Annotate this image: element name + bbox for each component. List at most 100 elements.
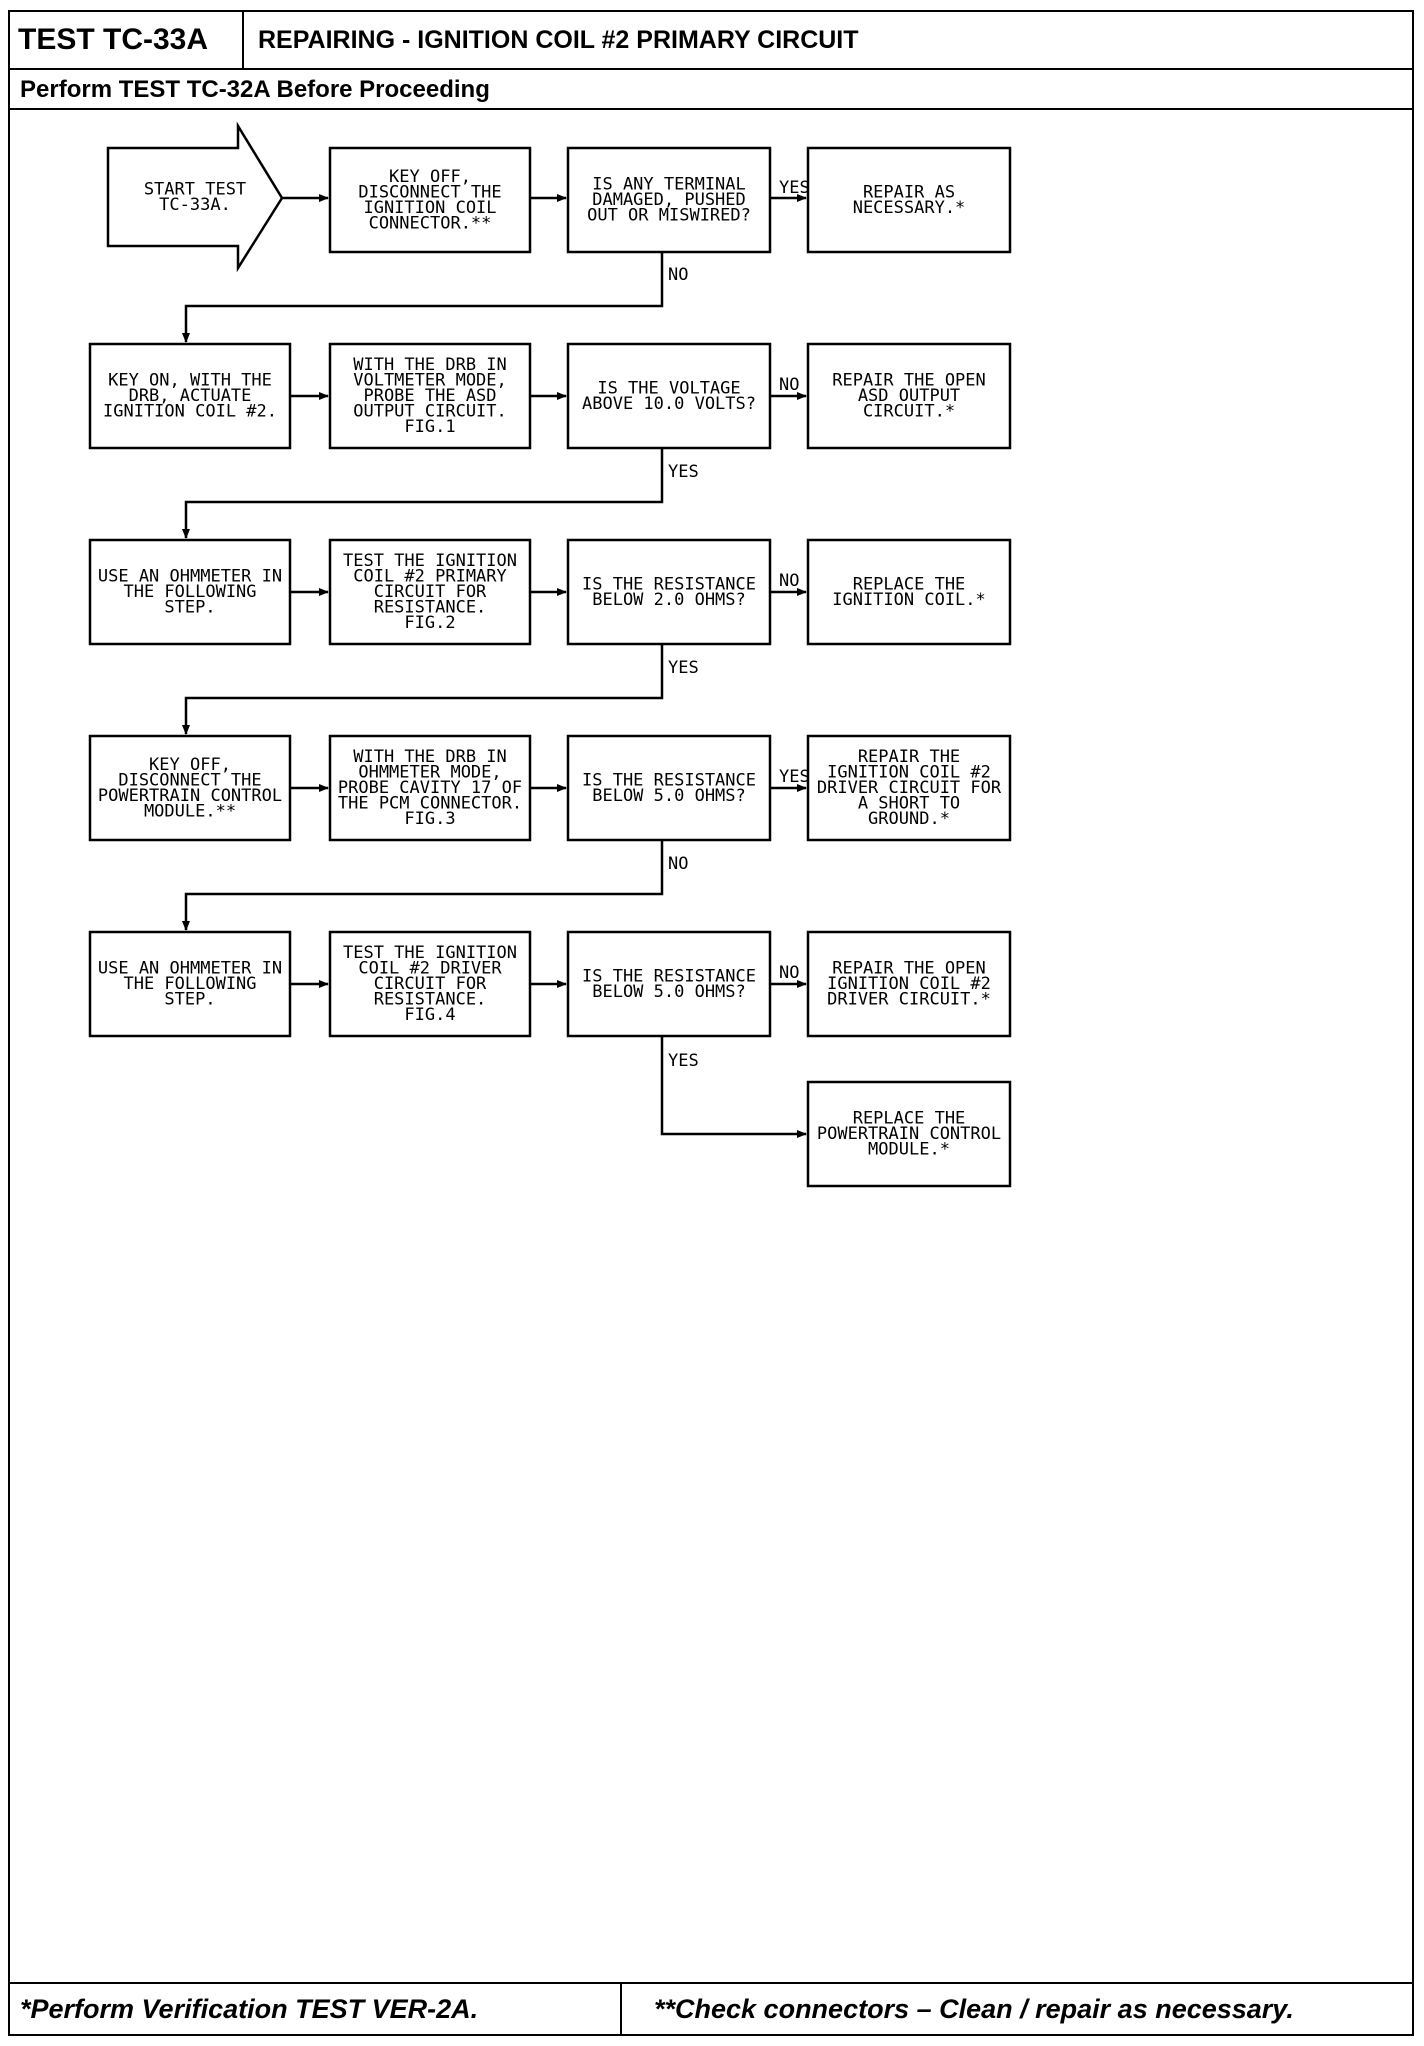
text-line: DRB, ACTUATE: [129, 386, 252, 406]
row1-yes-label: YES: [779, 178, 810, 198]
text-line: THE FOLLOWING: [123, 974, 256, 994]
row1-question-box: [566, 146, 772, 254]
text-line: DISCONNECT THE: [358, 182, 501, 202]
row2-yes-label: YES: [668, 462, 699, 482]
text-line: BELOW 5.0 OHMS?: [592, 982, 746, 1002]
text-line: MODULE.*: [868, 1140, 950, 1160]
row5-result-box: [806, 930, 1012, 1038]
text-line: FIG.2: [404, 613, 455, 633]
row2-result-box: [806, 342, 1012, 450]
text-line: IGNITION COIL #2.: [103, 402, 277, 422]
row5-action-box: [328, 930, 532, 1038]
text-line: REPAIR AS: [863, 182, 955, 202]
text-line: RESISTANCE.: [374, 990, 487, 1010]
text-line: BELOW 2.0 OHMS?: [592, 590, 746, 610]
text-line: REPLACE THE: [853, 1109, 966, 1129]
text-line: OHMMETER MODE,: [358, 763, 501, 783]
row3-yes-connector: [182, 644, 664, 735]
row5-question-box: [566, 930, 772, 1038]
text-line: FIG.3: [404, 809, 455, 829]
row1-result-box: [806, 146, 1012, 254]
row2-question-box: [566, 342, 772, 450]
text-line: IGNITION COIL.*: [832, 590, 986, 610]
prerequisite-note: Perform TEST TC-32A Before Proceeding: [10, 70, 1412, 110]
text-line: STEP.: [164, 990, 215, 1010]
row2-yes-connector: [182, 448, 664, 539]
row4-action-box: [328, 734, 532, 842]
text-line: THE PCM CONNECTOR.: [338, 794, 522, 814]
text-line: START TEST: [144, 179, 246, 199]
row3-no-label: NO: [779, 571, 799, 591]
row3-question-box: [566, 538, 772, 646]
text-line: REPAIR THE OPEN: [832, 959, 986, 979]
text-line: PROBE CAVITY 17 OF: [338, 778, 522, 798]
row3-yes-label: YES: [668, 658, 699, 678]
text-line: KEY OFF,: [389, 167, 471, 187]
test-title: REPAIRING - IGNITION COIL #2 PRIMARY CIR…: [258, 26, 859, 54]
text-line: VOLTMETER MODE,: [353, 371, 507, 391]
text-line: WITH THE DRB IN: [353, 355, 507, 375]
row4-question-box: [566, 734, 772, 842]
row5-no-label: NO: [779, 963, 799, 983]
row5-yes-connector: [660, 1036, 807, 1138]
text-line: REPAIR THE: [858, 747, 960, 767]
row4-prep-box: [88, 734, 292, 842]
text-line: MODULE.**: [144, 801, 236, 821]
text-line: IGNITION COIL #2: [827, 974, 991, 994]
text-line: CONNECTOR.**: [369, 213, 492, 233]
text-line: IS THE RESISTANCE: [582, 966, 756, 986]
row4-result-box: [806, 734, 1012, 842]
text-line: COIL #2 PRIMARY: [353, 567, 507, 587]
row4-no-label: NO: [668, 854, 688, 874]
row5-prep-box: [88, 930, 292, 1038]
text-line: STEP.: [164, 598, 215, 618]
row4-yes-label: YES: [779, 767, 810, 787]
text-line: WITH THE DRB IN: [353, 747, 507, 767]
row3-result-box: [806, 538, 1012, 646]
row1-no-connector: [182, 252, 664, 343]
row4-no-connector: [182, 840, 664, 931]
row1-no-label: NO: [668, 265, 688, 285]
header-bar: TEST TC-33A REPAIRING - IGNITION COIL #2…: [10, 12, 1412, 70]
text-line: TEST THE IGNITION: [343, 943, 517, 963]
text-line: GROUND.*: [868, 809, 950, 829]
text-line: DISCONNECT THE: [118, 770, 261, 790]
text-line: PROBE THE ASD: [363, 386, 496, 406]
text-line: IS THE RESISTANCE: [582, 770, 756, 790]
row2-no-label: NO: [779, 375, 799, 395]
text-line: KEY ON, WITH THE: [108, 371, 272, 391]
text-line: REPAIR THE OPEN: [832, 371, 986, 391]
text-line: USE AN OHMMETER IN: [98, 567, 282, 587]
text-line: A SHORT TO: [858, 794, 960, 814]
text-line: BELOW 5.0 OHMS?: [592, 786, 746, 806]
row2-prep-box: [88, 342, 292, 450]
text-line: ASD OUTPUT: [858, 386, 960, 406]
test-id: TEST TC-33A: [10, 12, 244, 68]
text-line: CIRCUIT FOR: [374, 582, 487, 602]
text-line: FIG.4: [404, 1005, 455, 1025]
footnote-verification: *Perform Verification TEST VER-2A.: [20, 1994, 479, 2024]
text-line: DAMAGED, PUSHED: [592, 190, 746, 210]
text-line: THE FOLLOWING: [123, 582, 256, 602]
text-line: IS THE VOLTAGE: [597, 378, 740, 398]
text-line: OUT OR MISWIRED?: [587, 206, 751, 226]
text-line: IS ANY TERMINAL: [592, 175, 746, 195]
diagnostic-page: TEST TC-33A REPAIRING - IGNITION COIL #2…: [8, 10, 1414, 2036]
text-line: IGNITION COIL #2: [827, 763, 991, 783]
